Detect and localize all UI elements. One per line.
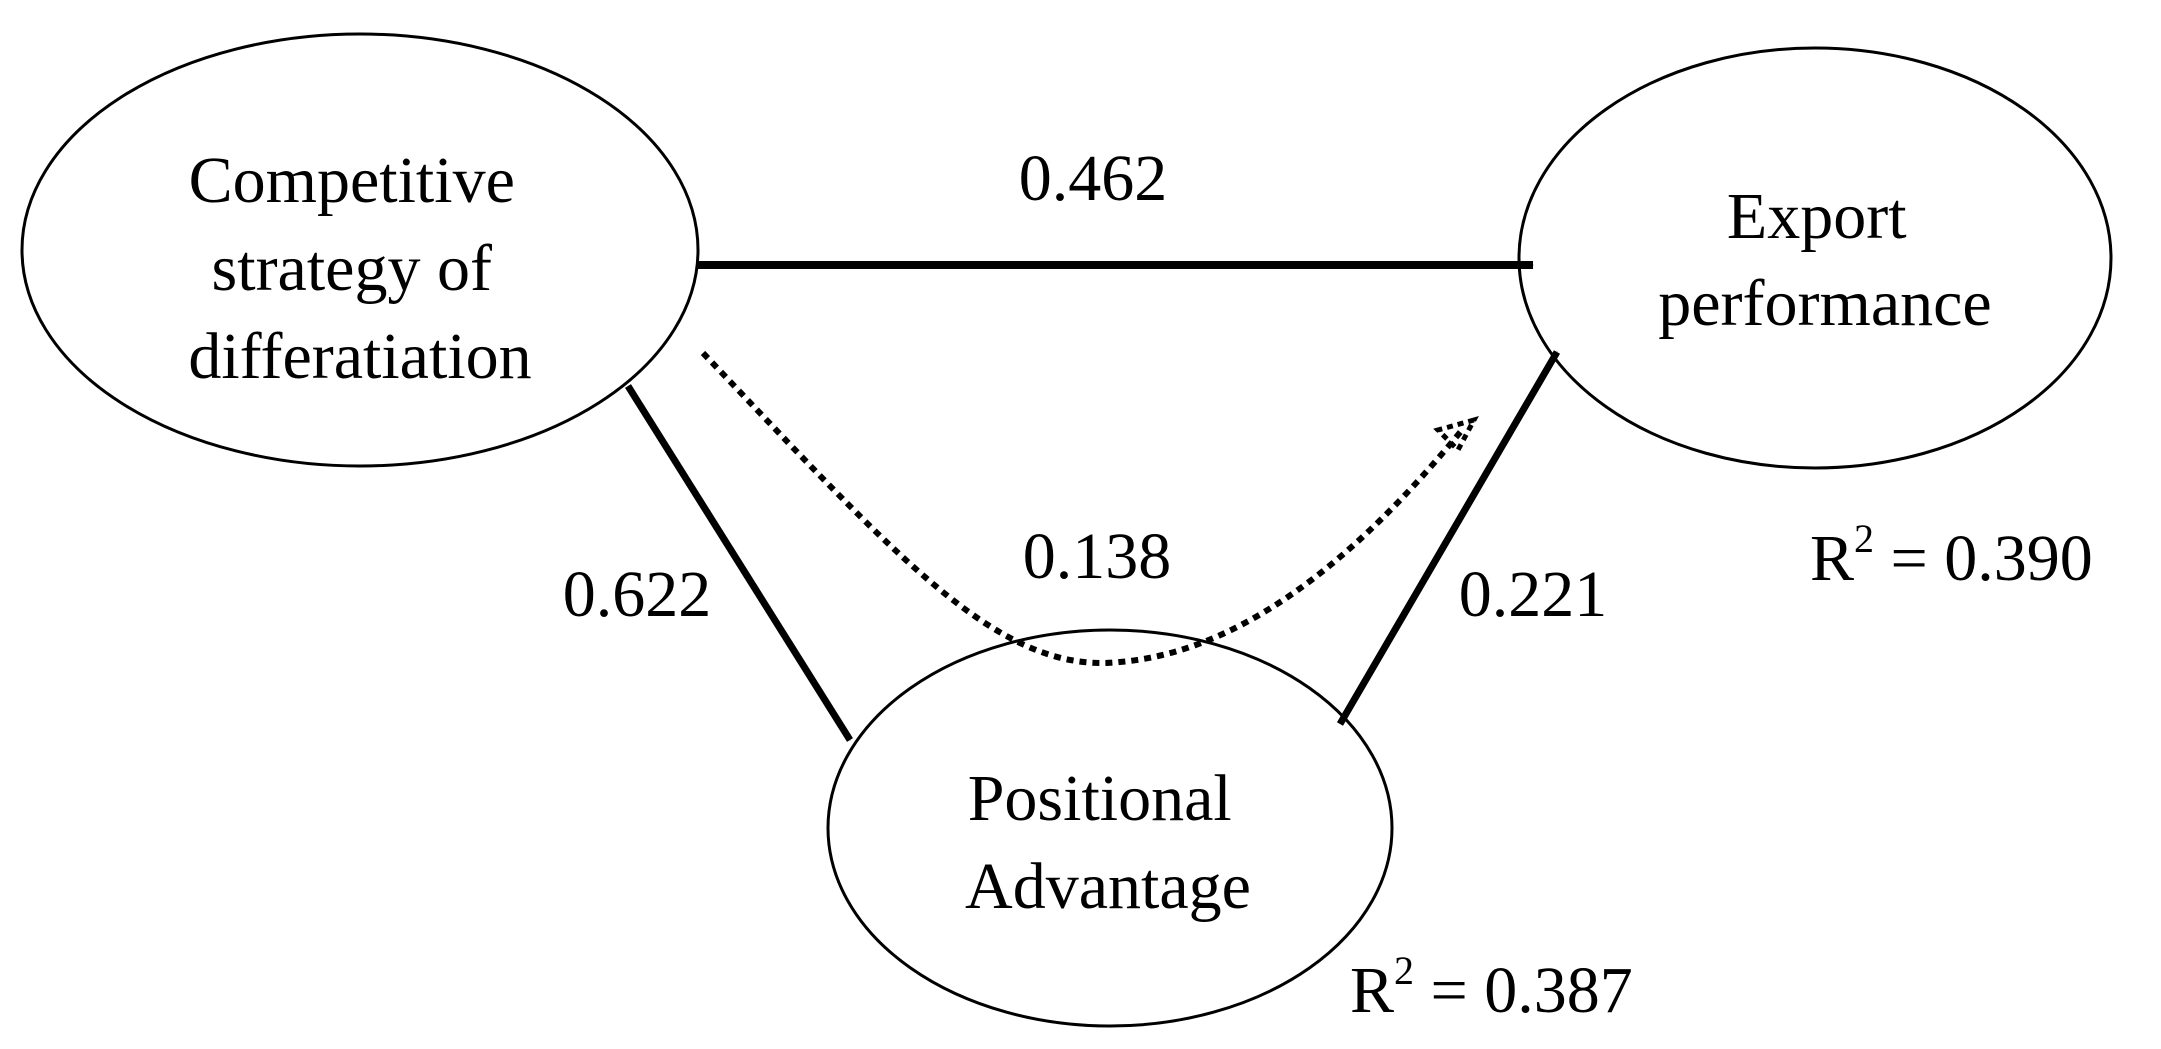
export-performance-label: Export performance [1658,180,1991,340]
export-performance-line-1: Export [1727,180,1907,253]
path-strategy-to-positional [625,384,853,742]
positional-advantage-line-1: Positional [968,762,1232,835]
export-performance-node [1517,46,2113,470]
r-squared-export-performance: R2 = 0.390 [1810,516,2093,595]
r-squared-positional-value: = 0.387 [1414,954,1633,1027]
path-indirect-effect [700,350,1465,666]
r-squared-positional-advantage: R2 = 0.387 [1350,948,1633,1027]
competitive-strategy-line-2: strategy of [212,232,492,305]
coefficient-indirect-effect: 0.138 [1023,520,1172,593]
r-squared-symbol: R [1810,522,1854,595]
competitive-strategy-node [20,32,700,468]
coefficient-positional-to-export: 0.221 [1459,558,1608,631]
positional-advantage-node [826,628,1394,1028]
competitive-strategy-line-3: differatiation [188,320,531,393]
r-squared-symbol: R [1350,954,1394,1027]
indirect-effect-arrowhead [1433,416,1479,455]
coefficient-strategy-to-export: 0.462 [1019,142,1168,215]
r-squared-superscript: 2 [1854,516,1874,561]
positional-advantage-line-2: Advantage [965,850,1251,923]
coefficient-strategy-to-positional: 0.622 [563,558,712,631]
r-squared-export-value: = 0.390 [1874,522,2093,595]
competitive-strategy-label: Competitive strategy of differatiation [188,144,531,393]
competitive-strategy-line-1: Competitive [189,144,515,217]
r-squared-superscript: 2 [1394,948,1414,993]
positional-advantage-label: Positional Advantage [965,762,1251,923]
path-positional-to-export [1336,350,1561,726]
export-performance-line-2: performance [1658,267,1991,340]
